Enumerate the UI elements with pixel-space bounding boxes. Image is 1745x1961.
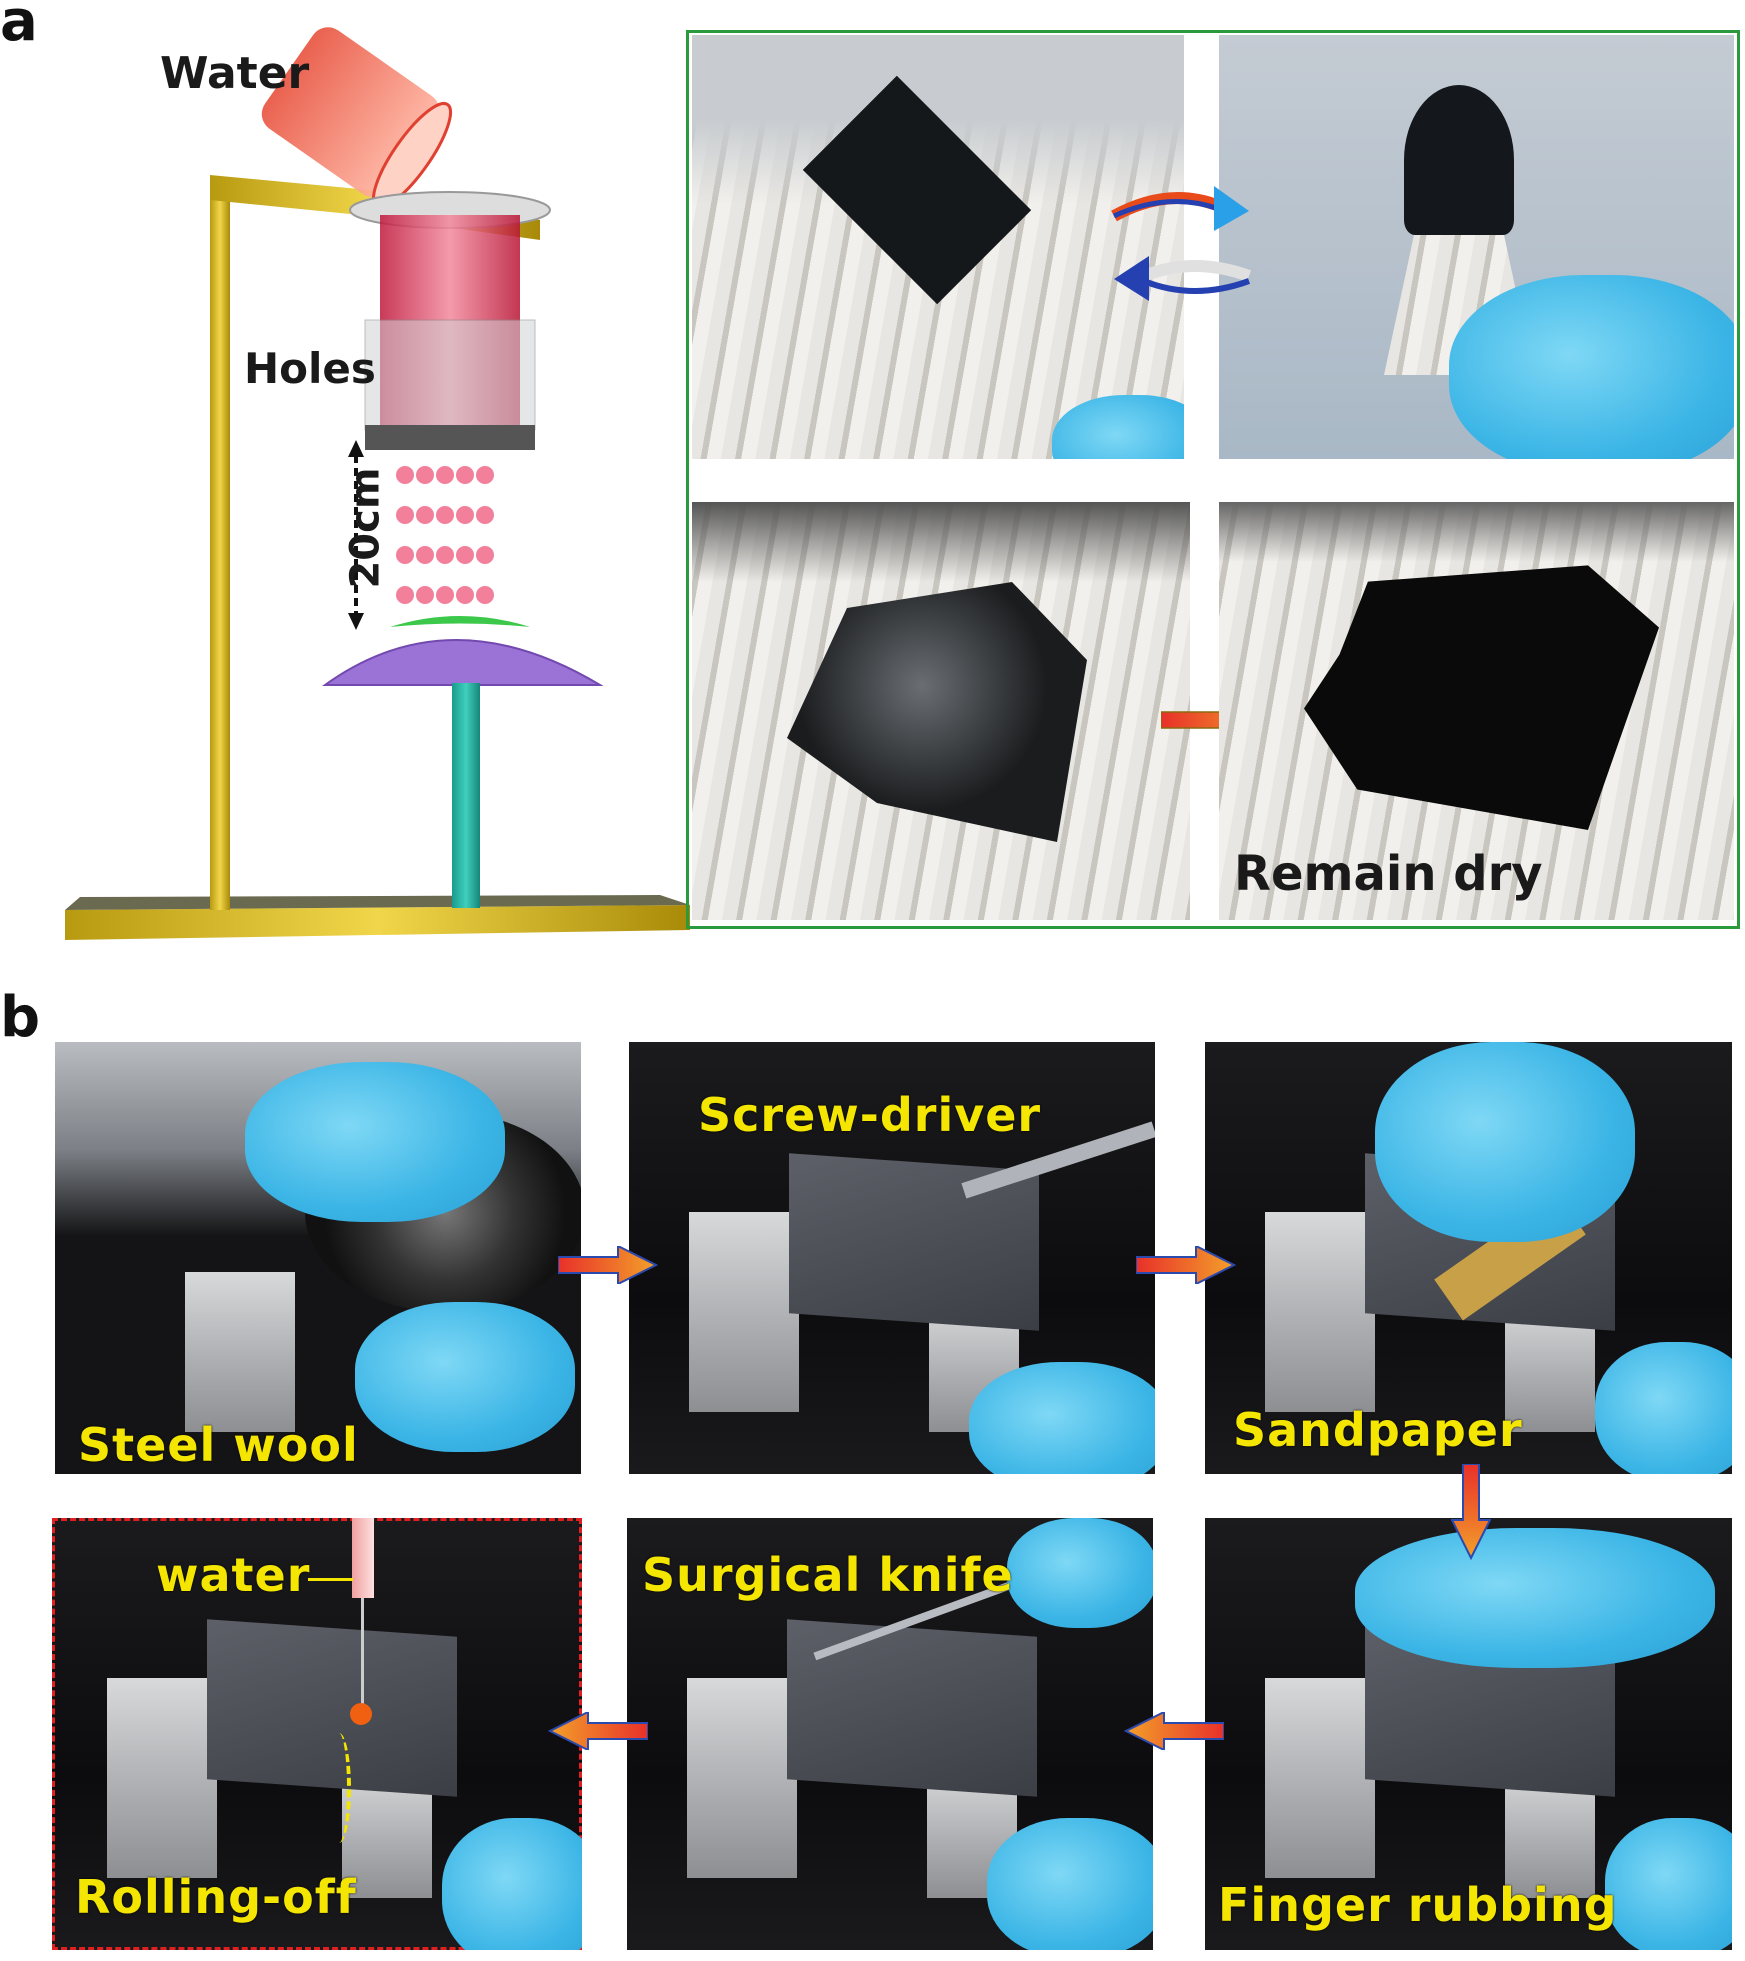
stand-base [65,895,690,940]
arrow-left-icon [548,1712,648,1750]
photo-screwdriver-test [629,1042,1155,1474]
water-tank [349,191,551,450]
step-label-sandpaper: Sandpaper [1233,1403,1523,1457]
remain-dry-label: Remain dry [1234,846,1543,902]
drop-test-apparatus-diagram [65,27,690,940]
photo-water-on-sample [692,502,1190,920]
step-label-surgical-knife: Surgical knife [642,1548,1014,1602]
holes-label: Holes [244,344,376,393]
panel-a-letter: a [0,0,38,54]
sample-dome [321,616,604,908]
step-label-screw-driver: Screw-driver [698,1088,1042,1142]
water-droplet [350,1703,372,1725]
falling-drops [396,466,494,604]
water-pointer-arrow-icon [308,1578,353,1581]
step-label-steel-wool: Steel wool [78,1418,359,1472]
height-label: 20cm [342,467,389,589]
photo-sample-remain-dry [1219,502,1734,920]
wetting-test-photo-frame [686,30,1740,929]
arrow-down-icon [1451,1464,1491,1560]
water-droplet-label: water [156,1548,311,1602]
photo-steel-wool-test [55,1042,581,1474]
syringe [352,1518,374,1598]
photo-sandpaper-test [1205,1042,1732,1474]
wet-black-coating [787,582,1087,842]
photo-surgical-knife-test [627,1518,1153,1950]
photo-sample-on-filter-open [692,35,1184,459]
step-label-finger-rubbing: Finger rubbing [1218,1878,1618,1932]
photo-rolling-off-test [52,1518,582,1950]
reversible-arrows-icon [1111,186,1252,301]
arrow-right-icon [1136,1246,1236,1284]
rolling-path-arrow [327,1733,351,1843]
arrow-left-icon [1124,1712,1224,1750]
water-label: Water [160,48,310,99]
dry-black-coating [1304,565,1659,830]
black-coating [1404,85,1514,235]
panel-b-letter: b [0,985,41,1050]
photo-finger-rubbing-test [1205,1518,1732,1950]
arrow-right-icon [558,1246,658,1284]
step-label-rolling-off: Rolling-off [75,1870,357,1924]
photo-sample-on-filter-folded [1219,35,1734,459]
